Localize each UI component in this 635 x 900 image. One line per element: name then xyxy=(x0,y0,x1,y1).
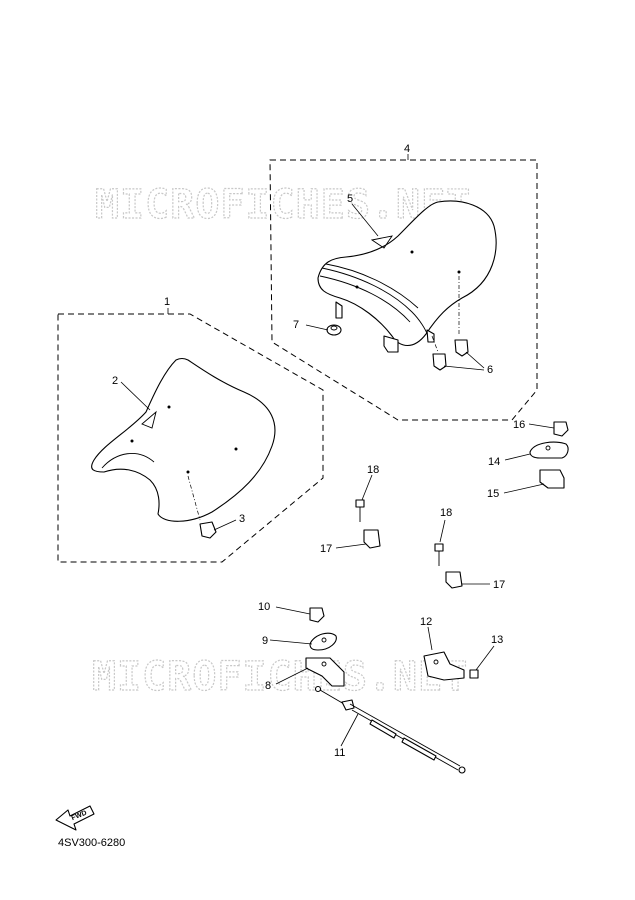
callout-17b[interactable]: 17 xyxy=(493,579,505,591)
callout-1[interactable]: 1 xyxy=(164,296,170,308)
front-seat[interactable] xyxy=(91,357,276,522)
bracket-15[interactable] xyxy=(539,469,565,489)
damper-3[interactable] xyxy=(199,521,217,539)
rear-seat-group: 4 5 7 xyxy=(269,143,538,421)
nut-16[interactable] xyxy=(553,421,569,437)
diagram-code: 4SV300-6280 xyxy=(58,837,125,849)
bolt-18a[interactable] xyxy=(355,499,365,522)
callout-16[interactable]: 16 xyxy=(513,419,525,431)
holder-assembly: 12 13 xyxy=(420,616,503,681)
callout-5[interactable]: 5 xyxy=(347,193,353,205)
damper-6a[interactable] xyxy=(432,353,447,371)
bracket-assembly-right: 18 17 xyxy=(434,507,505,591)
screw-13[interactable] xyxy=(469,669,479,679)
damper-6b[interactable] xyxy=(454,339,469,357)
front-seat-group: 1 2 3 xyxy=(57,296,324,563)
rear-seat[interactable] xyxy=(317,200,497,353)
seat-lock-cable[interactable] xyxy=(314,685,466,774)
callout-3[interactable]: 3 xyxy=(239,513,245,525)
hook-plate-14[interactable] xyxy=(529,441,569,459)
lock-hook-assembly: 16 14 15 xyxy=(487,419,569,500)
bracket-17b[interactable] xyxy=(445,571,463,589)
callout-9[interactable]: 9 xyxy=(262,635,268,647)
watermark-top: MICROFICHES.NET xyxy=(95,182,471,228)
callout-11[interactable]: 11 xyxy=(334,747,345,759)
callout-6[interactable]: 6 xyxy=(487,364,493,376)
watermark-bottom: MICROFICHES.NET xyxy=(92,654,468,700)
callout-18b[interactable]: 18 xyxy=(440,507,452,519)
bracket-8[interactable] xyxy=(305,657,345,687)
callout-14[interactable]: 14 xyxy=(488,456,500,468)
bolt-18b[interactable] xyxy=(434,543,444,566)
callout-2[interactable]: 2 xyxy=(112,375,118,387)
damper-7[interactable] xyxy=(326,324,342,336)
seat-lock-bracket-assembly: 10 9 8 xyxy=(258,601,345,692)
plate-9[interactable] xyxy=(309,632,337,651)
nut-10[interactable] xyxy=(309,607,325,623)
callout-18a[interactable]: 18 xyxy=(367,464,379,476)
callout-12[interactable]: 12 xyxy=(420,616,432,628)
fwd-arrow-icon: FWD xyxy=(55,805,95,831)
bracket-assembly-left: 18 17 xyxy=(320,464,381,555)
bracket-17a[interactable] xyxy=(363,529,381,549)
callout-17a[interactable]: 17 xyxy=(320,543,332,555)
callout-10[interactable]: 10 xyxy=(258,601,270,613)
callout-8[interactable]: 8 xyxy=(265,680,271,692)
callout-15[interactable]: 15 xyxy=(487,488,499,500)
callout-7[interactable]: 7 xyxy=(293,319,299,331)
callout-13[interactable]: 13 xyxy=(491,634,503,646)
callout-4[interactable]: 4 xyxy=(404,143,410,155)
front-seat-group-box xyxy=(57,313,324,563)
holder-12[interactable] xyxy=(423,651,465,681)
